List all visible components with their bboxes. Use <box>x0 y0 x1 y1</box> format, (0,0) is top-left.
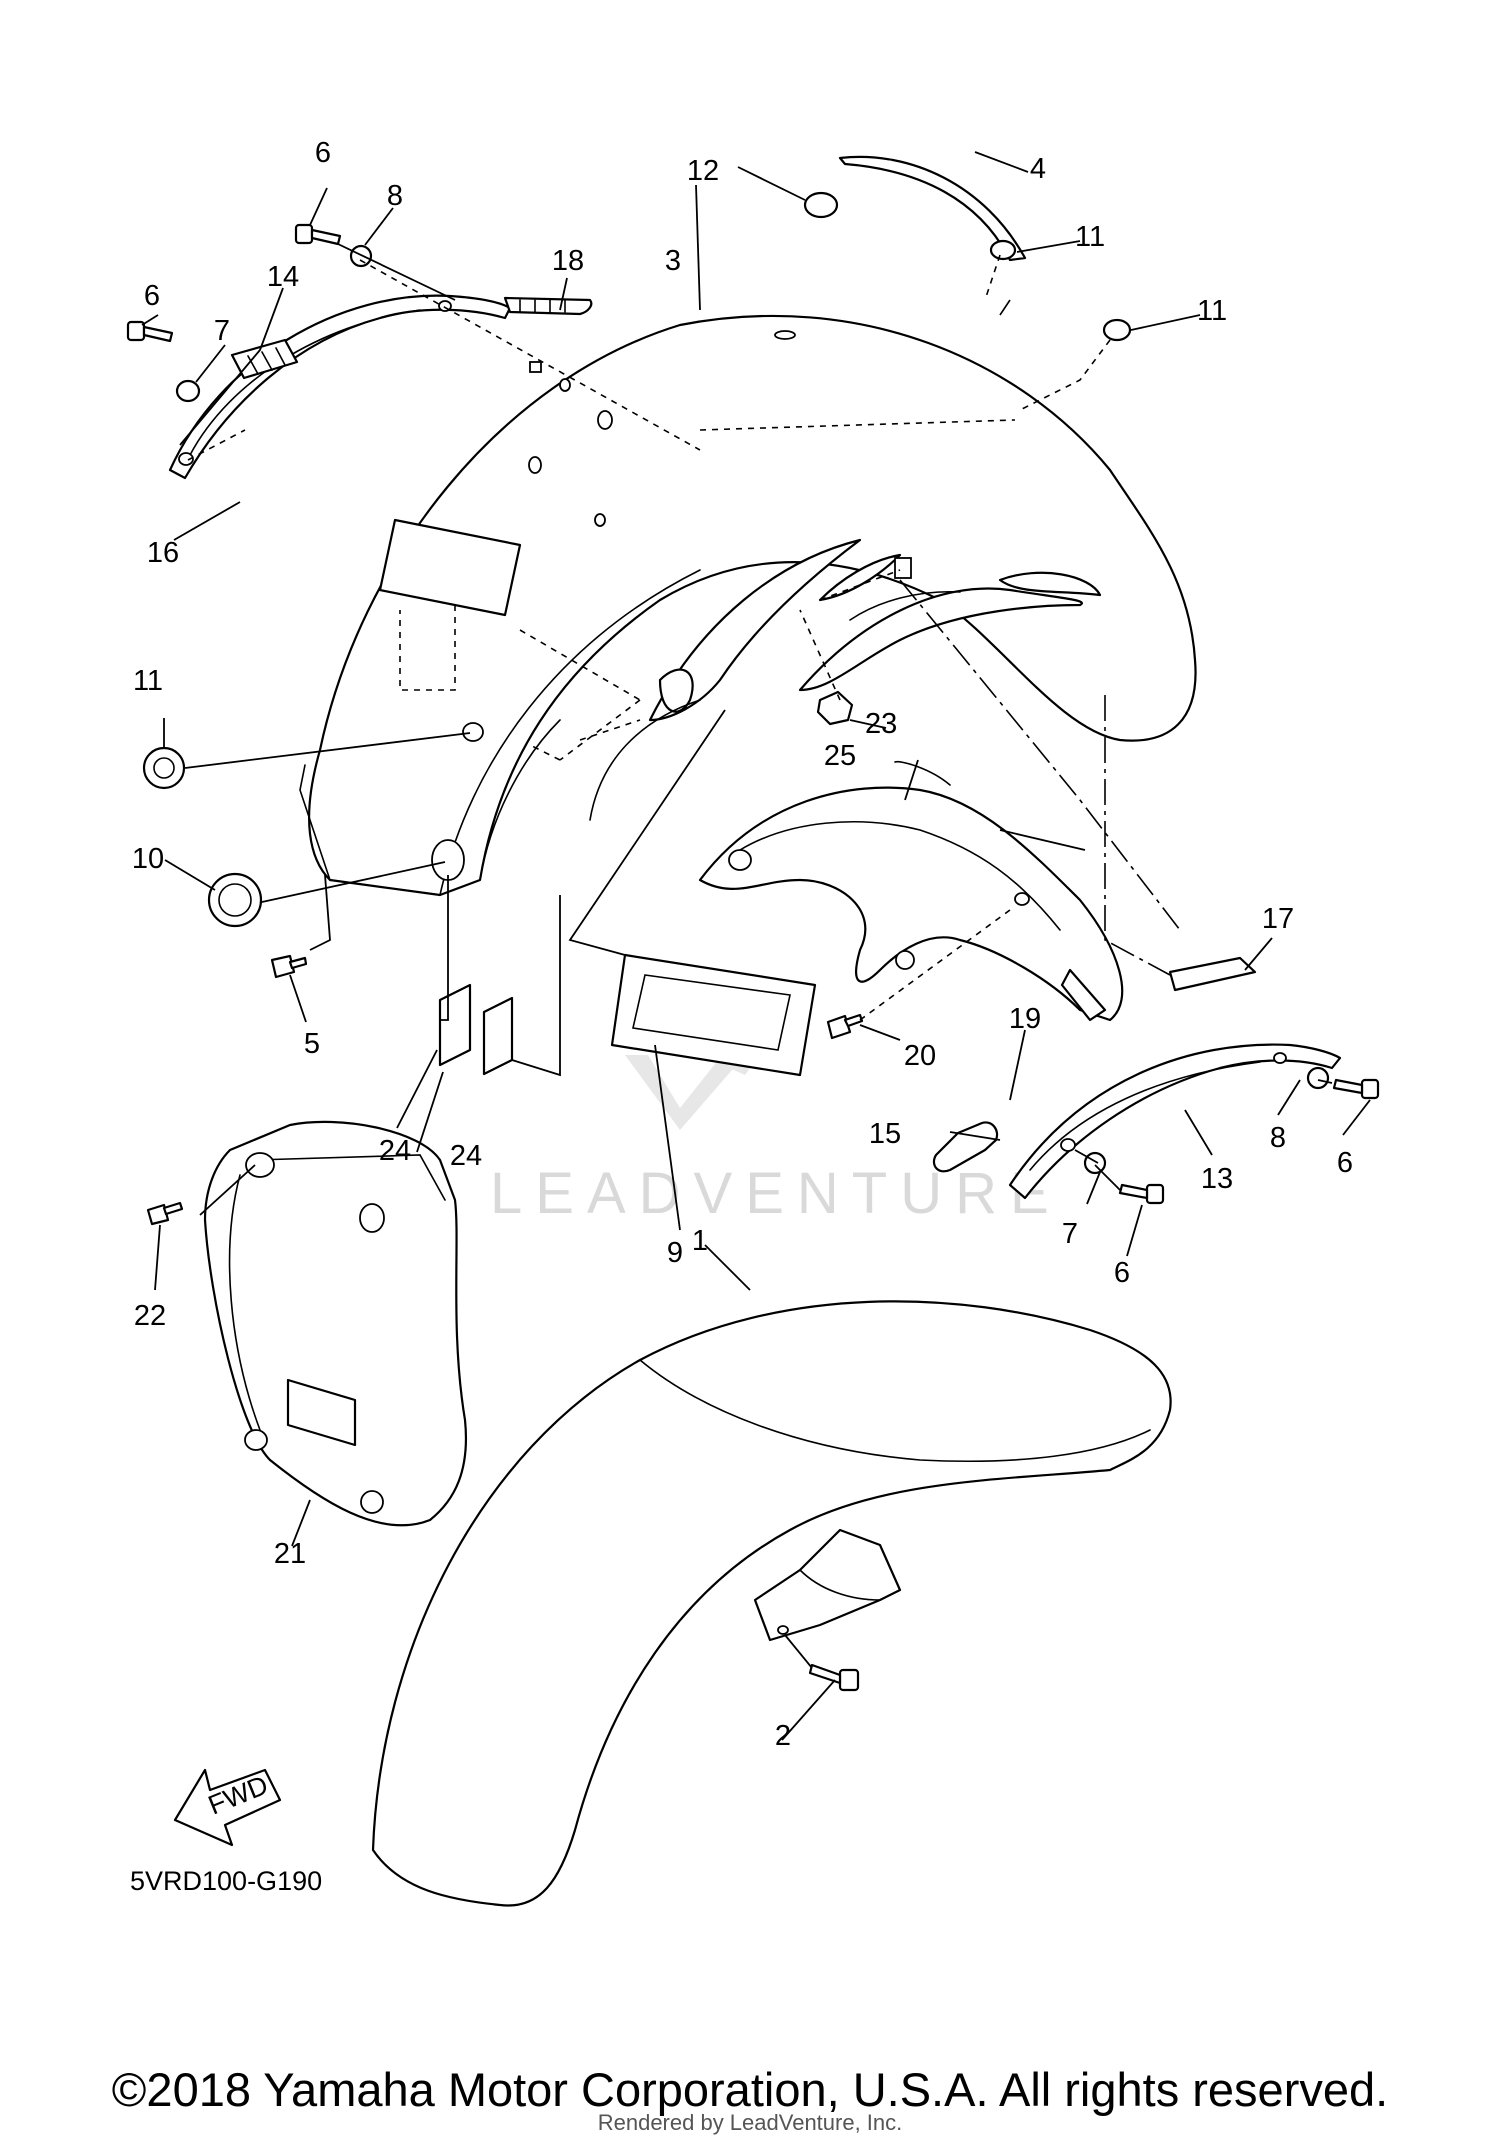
callout-11: 11 <box>1075 221 1105 253</box>
bolt-part-2[interactable] <box>808 1663 860 1692</box>
pad-part-17[interactable] <box>1168 956 1257 992</box>
callout-2: 2 <box>775 1720 791 1752</box>
rail-part-13[interactable] <box>1008 1043 1342 1200</box>
callout-24: 24 <box>450 1140 482 1172</box>
nut-part-23[interactable] <box>816 690 854 726</box>
pad-part-18[interactable] <box>503 296 593 316</box>
callout-11: 11 <box>133 665 163 697</box>
fwd-arrow-icon: FWD <box>173 1768 282 1847</box>
label-part-24b[interactable] <box>482 996 514 1076</box>
bolt-part-6-c[interactable] <box>1332 1078 1380 1100</box>
washer-part-7-a[interactable] <box>175 379 201 403</box>
grommet-part-11-top[interactable] <box>989 239 1017 261</box>
side-panel-part-21[interactable] <box>203 1120 467 1527</box>
callout-13: 13 <box>1201 1163 1233 1195</box>
assembly-lines <box>184 243 1333 1669</box>
front-fender-part-1[interactable] <box>371 1300 1172 1907</box>
callout-3: 3 <box>665 245 681 277</box>
callout-6: 6 <box>1337 1147 1353 1179</box>
grommet-part-10[interactable] <box>207 872 263 928</box>
bolt-part-5[interactable] <box>270 954 308 979</box>
callout-24: 24 <box>379 1135 411 1167</box>
pad-part-16[interactable] <box>230 338 299 380</box>
callout-25: 25 <box>824 740 856 772</box>
callout-22: 22 <box>134 1300 166 1332</box>
leader-lines <box>141 151 1371 1741</box>
bolt-part-6-b[interactable] <box>126 320 174 343</box>
watermark-text: LEADVENTURE <box>490 1161 1062 1226</box>
rendered-by-credit: Rendered by LeadVenture, Inc. <box>597 2110 903 2135</box>
label-part-24a[interactable] <box>438 983 472 1067</box>
callout-23: 23 <box>865 708 897 740</box>
callout-20: 20 <box>904 1040 936 1072</box>
callout-6: 6 <box>144 280 160 312</box>
grommet-part-11-left[interactable] <box>142 746 186 790</box>
callout-11: 11 <box>1197 295 1227 327</box>
washer-part-12[interactable] <box>803 191 839 219</box>
bolt-part-6-d[interactable] <box>1118 1183 1165 1205</box>
bolt-part-6-a[interactable] <box>294 223 342 246</box>
callout-8: 8 <box>1270 1122 1286 1154</box>
callout-1: 1 <box>692 1225 708 1257</box>
callout-4: 4 <box>1030 153 1046 185</box>
callout-14: 14 <box>267 261 299 293</box>
callout-21: 21 <box>274 1538 306 1570</box>
inner-fender-part-19[interactable] <box>698 786 1124 1022</box>
callout-7: 7 <box>214 315 230 347</box>
strip-part-25[interactable] <box>894 760 951 786</box>
callout-8: 8 <box>387 180 403 212</box>
copyright-notice: ©2018 Yamaha Motor Corporation, U.S.A. A… <box>111 2063 1389 2116</box>
washer-part-7-b[interactable] <box>1083 1151 1107 1175</box>
callout-16: 16 <box>147 537 179 569</box>
callout-numbers: 6 8 18 6 7 14 16 12 3 4 11 11 11 10 5 24… <box>132 137 1353 1752</box>
callout-9: 9 <box>667 1237 683 1269</box>
callout-6: 6 <box>315 137 331 169</box>
plate-part-9[interactable] <box>610 953 817 1077</box>
washer-part-8-b[interactable] <box>1306 1066 1330 1090</box>
callout-12: 12 <box>687 155 719 187</box>
rear-fender-part-3[interactable] <box>299 314 1197 897</box>
callout-17: 17 <box>1262 903 1294 935</box>
callout-19: 19 <box>1009 1003 1041 1035</box>
callout-7: 7 <box>1062 1218 1078 1250</box>
callout-10: 10 <box>132 843 164 875</box>
callout-18: 18 <box>552 245 584 277</box>
callout-5: 5 <box>304 1028 320 1060</box>
pad-part-15[interactable] <box>932 1121 999 1173</box>
diagram-code: 5VRD100-G190 <box>130 1866 322 1896</box>
callout-6: 6 <box>1114 1257 1130 1289</box>
callout-15: 15 <box>869 1118 901 1150</box>
bolt-part-22[interactable] <box>146 1201 184 1226</box>
bolt-part-20[interactable] <box>826 1013 864 1040</box>
grommet-part-11-right[interactable] <box>1102 318 1132 342</box>
